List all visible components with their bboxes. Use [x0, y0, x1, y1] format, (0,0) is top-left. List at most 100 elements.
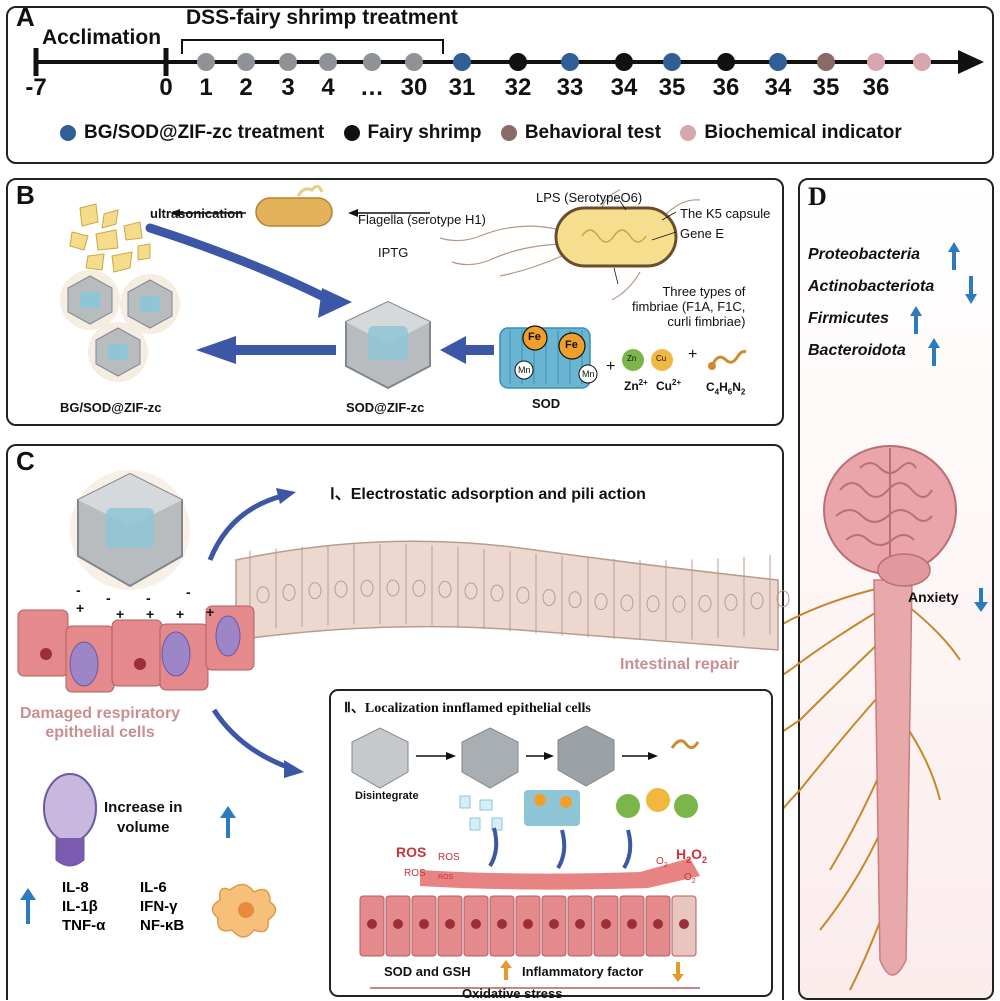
timeline-dot [279, 53, 297, 71]
fimbriae-line: Three types of [662, 284, 746, 299]
zn-ion-text: Zn [624, 379, 639, 393]
timeline-dot [561, 53, 579, 71]
flagella-label: Flagella (serotype H1) [358, 212, 486, 227]
legend-item-treatment: BG/SOD@ZIF-zc treatment [60, 122, 324, 144]
cell-nucleus [516, 586, 530, 604]
cu-ion-charge: 2+ [672, 378, 682, 387]
timeline-legend: BG/SOD@ZIF-zc treatment Fairy shrimp Beh… [60, 122, 916, 147]
sod-gsh-label: SOD and GSH [384, 964, 471, 979]
tick-label: 31 [448, 74, 476, 101]
legend-label: Behavioral test [524, 122, 662, 143]
brain-icon [823, 445, 957, 587]
timeline-dots [197, 53, 931, 71]
bacteria-name: Bacteroidota [808, 342, 906, 359]
cell-nucleus [393, 919, 403, 929]
timeline-dot [197, 53, 215, 71]
cytokines-up-arrow [20, 888, 36, 924]
timeline-dot [319, 53, 337, 71]
charge-sign: + [206, 604, 215, 620]
charge-sign: + [76, 600, 85, 616]
zn-dot-label: Zn [627, 354, 637, 363]
cell-nucleus [523, 919, 533, 929]
cell-nucleus [594, 593, 608, 611]
increase-line: Increase in [104, 799, 183, 816]
timeline-dot [817, 53, 835, 71]
ros-label-3: ROS [404, 868, 426, 879]
inflammatory-factor-label: Inflammatory factor [522, 964, 644, 979]
damaged-respiratory-cells-icon [17, 605, 255, 693]
sod-protein-icon [499, 325, 598, 389]
legend-dot-blue [60, 125, 76, 141]
o2-sub: 2 [663, 862, 668, 869]
cell-nucleus [419, 919, 429, 929]
timeline-dot [717, 53, 735, 71]
ultrasonication-label: ultrasonication [150, 206, 244, 221]
o-text: O [691, 846, 703, 862]
tick-label: … [360, 74, 384, 101]
legend-item-biochemical: Biochemical indicator [680, 122, 902, 144]
fimbriae-label: Three types of fimbriae (F1A, F1C, curli… [632, 284, 745, 329]
cell-nucleus [776, 590, 790, 608]
tick-label: 36 [712, 74, 740, 101]
k5-label: The K5 capsule [680, 206, 771, 221]
cell-nucleus [386, 579, 400, 597]
zif-particle-end [557, 725, 615, 787]
bacteria-name: Firmicutes [808, 310, 889, 327]
cytokine: IL-1β [62, 898, 98, 915]
inflamed-epithelial-cells [359, 895, 697, 957]
intestinal-repair-label: Intestinal repair [620, 656, 740, 673]
gene-e-label: Gene E [680, 226, 725, 241]
cell-nucleus [334, 580, 348, 598]
timeline-dot [363, 53, 381, 71]
fimbriae-line: fimbriae (F1A, F1C, [632, 299, 746, 314]
sod-core [80, 292, 100, 308]
zinc-ion-icon [674, 794, 698, 818]
cell-nucleus [308, 582, 322, 600]
cytokine: TNF-α [62, 917, 106, 934]
bacteria-name: Proteobacteria [808, 246, 921, 263]
up-arrow-icon [910, 306, 922, 316]
cell-nucleus [412, 579, 426, 597]
intestinal-epithelium [235, 540, 790, 651]
charge-sign: + [116, 606, 125, 622]
timeline-dot [913, 53, 931, 71]
ligand-icon [710, 350, 747, 367]
copper-ion-icon [651, 349, 673, 371]
mn-label-2: Mn [582, 369, 595, 379]
panel-a-label: A [16, 2, 35, 32]
charge-sign: - [186, 584, 191, 600]
formula-c: C [706, 380, 715, 394]
lysed-bacterium-icon [255, 185, 333, 227]
zif-particle-mid [461, 727, 519, 789]
treatment-bracket [181, 39, 444, 54]
copper-ion-icon [646, 788, 670, 812]
zif-particle-start [351, 727, 409, 789]
cell-nucleus [542, 589, 556, 607]
cell-nucleus [490, 584, 504, 602]
up-arrow-icon [928, 338, 940, 348]
timeline-arrowhead [958, 50, 984, 74]
ligand-formula: C4H6N2 [706, 380, 745, 396]
sod-core [140, 296, 160, 312]
arrow-stem [952, 252, 956, 270]
tick-label: 3 [281, 74, 295, 101]
cytokine: IL-6 [140, 879, 167, 896]
arrow-to-step1 [207, 493, 283, 561]
up-arrow-icon [948, 242, 960, 252]
cytokine: NF-κB [140, 917, 185, 934]
cell-nucleus [653, 919, 663, 929]
fe-label-1: Fe [528, 331, 541, 343]
cell-nucleus [679, 919, 689, 929]
tick-label: 34 [764, 74, 792, 101]
arrow-stem [914, 316, 918, 334]
step1-label: Ⅰ、Electrostatic adsorption and pili acti… [330, 486, 646, 503]
zif-fragments [69, 203, 151, 273]
damaged-line: Damaged respiratory [20, 705, 181, 722]
zn-ion-label: Zn2+ [624, 378, 648, 393]
cell-nucleus [360, 579, 374, 597]
bg-sod-zif-label: BG/SOD@ZIF-zc [60, 400, 162, 415]
bacteria-name: Actinobacteriota [808, 278, 935, 295]
tick-label: 0 [159, 74, 173, 101]
